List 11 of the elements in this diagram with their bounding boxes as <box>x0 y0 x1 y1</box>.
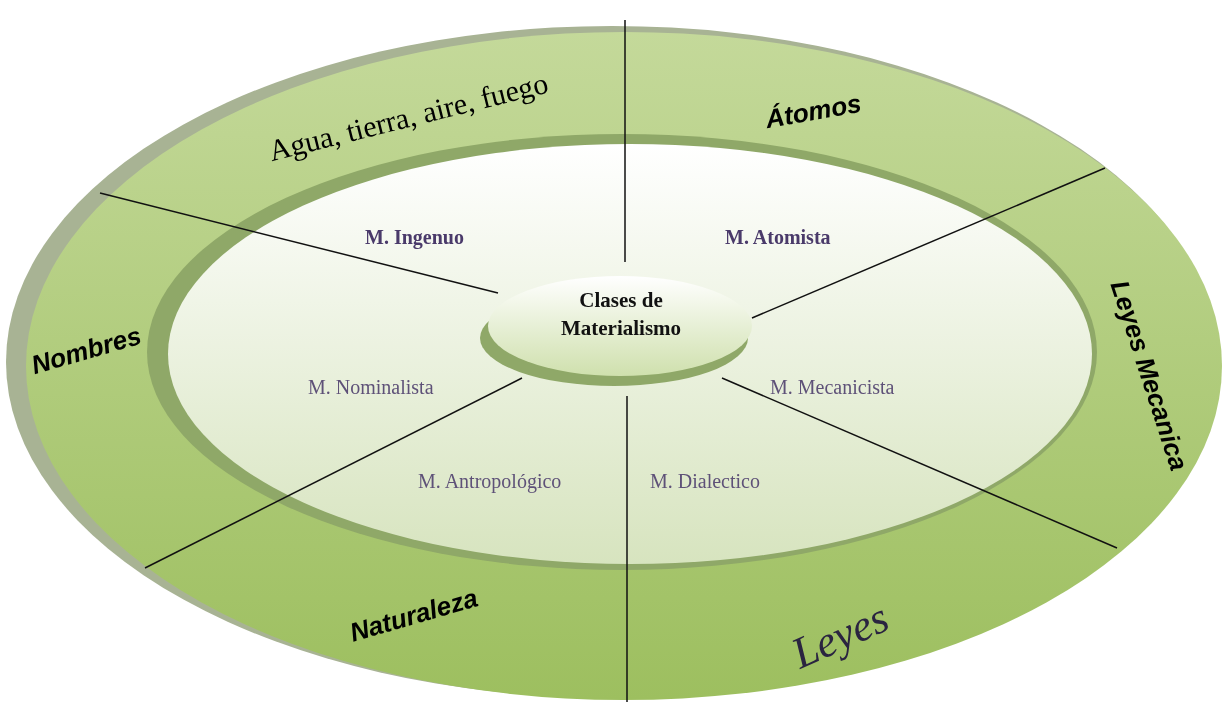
sector-label: M. Dialectico <box>650 470 760 493</box>
element-label: Nombres <box>27 320 145 381</box>
element-label: Leyes <box>783 591 897 680</box>
sector-label: M. Mecanicista <box>770 376 895 399</box>
sector-label: M. Antropológico <box>418 470 562 493</box>
center-title: Clases de Materialismo <box>559 287 683 342</box>
element-label: Átomos <box>763 87 864 136</box>
sector-label: M. Nominalista <box>308 376 434 399</box>
element-label: Agua, tierra, aire, fuego <box>265 65 552 169</box>
sector-label: M. Ingenuo <box>365 226 464 249</box>
sector-label: M. Atomista <box>725 226 831 249</box>
